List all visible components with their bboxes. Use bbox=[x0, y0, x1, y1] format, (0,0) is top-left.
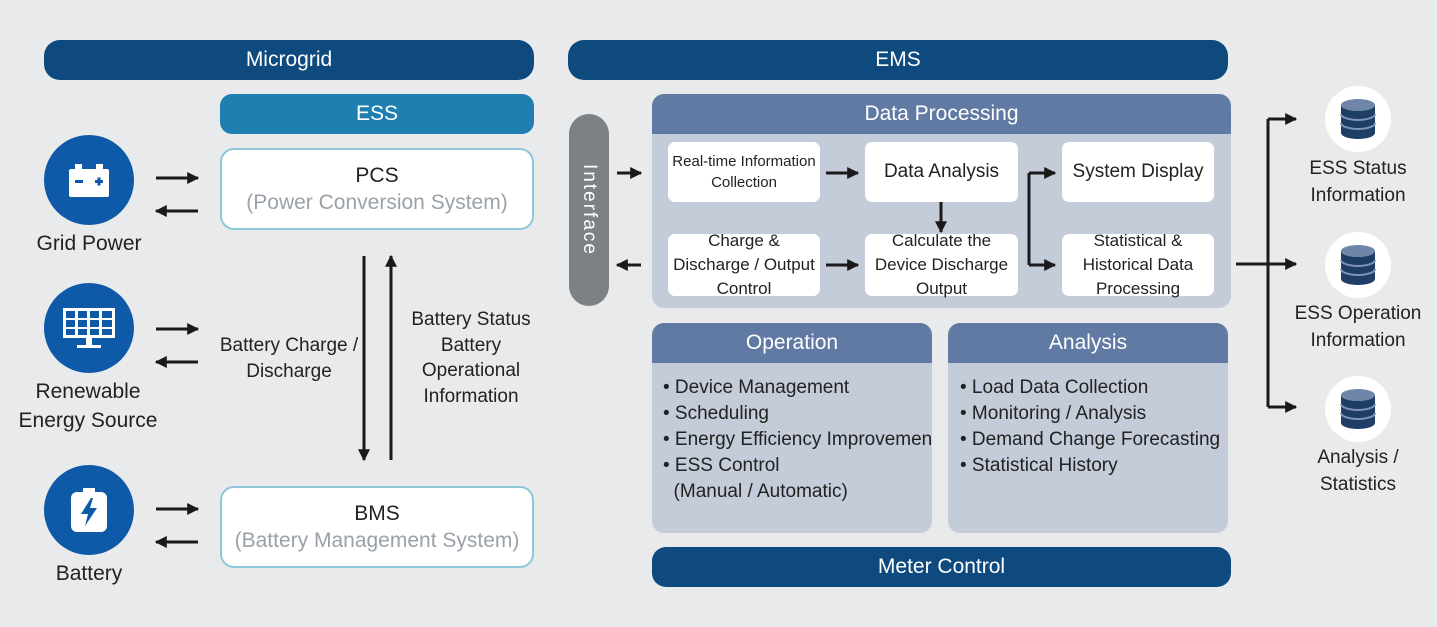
operation-list: • Device Management • Scheduling • Energ… bbox=[652, 363, 932, 505]
pcs-box: PCS (Power Conversion System) bbox=[220, 148, 534, 230]
pcs-title: PCS bbox=[355, 163, 399, 187]
analysis-list: • Load Data Collection • Monitoring / An… bbox=[948, 363, 1228, 479]
bms-subtitle: (Battery Management System) bbox=[234, 529, 520, 552]
lightning-battery-icon bbox=[71, 488, 107, 532]
renewable-node bbox=[44, 283, 134, 373]
list-item: • Demand Change Forecasting bbox=[960, 429, 1221, 450]
ess-status-label: ESS Status Information bbox=[1309, 158, 1407, 206]
realtime-collection-box: Real-time Information Collection bbox=[668, 142, 820, 202]
pcs-subtitle: (Power Conversion System) bbox=[246, 191, 508, 214]
solar-panel-icon bbox=[63, 308, 115, 348]
ess-header: ESS bbox=[220, 94, 534, 134]
database-icon bbox=[1340, 99, 1376, 139]
ems-header: EMS bbox=[568, 40, 1228, 80]
operation-title: Operation bbox=[652, 323, 932, 363]
list-item: • Monitoring / Analysis bbox=[960, 403, 1147, 424]
grid-power-label: Grid Power bbox=[36, 232, 142, 255]
ess-operation-label: ESS Operation Information bbox=[1294, 303, 1422, 351]
analysis-statistics-node bbox=[1325, 376, 1391, 442]
list-item: • Load Data Collection bbox=[960, 377, 1149, 398]
list-item: • Device Management bbox=[663, 377, 850, 398]
system-display-box: System Display bbox=[1062, 142, 1214, 202]
list-item: • Statistical History bbox=[960, 455, 1118, 476]
list-item: • Energy Efficiency Improvement bbox=[663, 429, 932, 450]
statistical-processing-box: Statistical & Historical Data Processing bbox=[1062, 231, 1214, 298]
charge-control-box: Charge & Discharge / Output Control bbox=[668, 231, 820, 298]
bms-box: BMS (Battery Management System) bbox=[220, 486, 534, 568]
meter-control-bar: Meter Control bbox=[652, 547, 1231, 587]
ess-status-node bbox=[1325, 86, 1391, 152]
analysis-panel: Analysis • Load Data Collection • Monito… bbox=[948, 323, 1228, 533]
database-icon bbox=[1340, 389, 1376, 429]
calculate-output-box: Calculate the Device Discharge Output bbox=[865, 231, 1018, 298]
renewable-label: Renewable Energy Source bbox=[18, 380, 158, 433]
analysis-statistics-label: Analysis / Statistics bbox=[1317, 447, 1399, 495]
data-processing-title: Data Processing bbox=[652, 94, 1231, 134]
ess-operation-node bbox=[1325, 232, 1391, 298]
interface-bar: Interface bbox=[569, 114, 609, 306]
charge-discharge-label: Battery Charge / Discharge bbox=[219, 335, 359, 382]
battery-status-label: Battery Status Battery Operational Infor… bbox=[411, 309, 531, 407]
analysis-title: Analysis bbox=[948, 323, 1228, 363]
list-item: (Manual / Automatic) bbox=[663, 481, 848, 502]
battery-car-icon bbox=[69, 164, 109, 197]
bms-title: BMS bbox=[354, 501, 400, 525]
grid-power-node bbox=[44, 135, 134, 225]
battery-node bbox=[44, 465, 134, 555]
list-item: • ESS Control bbox=[663, 455, 780, 476]
operation-panel: Operation • Device Management • Scheduli… bbox=[652, 323, 932, 533]
battery-label: Battery bbox=[55, 562, 123, 585]
microgrid-header: Microgrid bbox=[44, 40, 534, 80]
list-item: • Scheduling bbox=[663, 403, 769, 424]
database-icon bbox=[1340, 245, 1376, 285]
data-analysis-box: Data Analysis bbox=[865, 142, 1018, 202]
